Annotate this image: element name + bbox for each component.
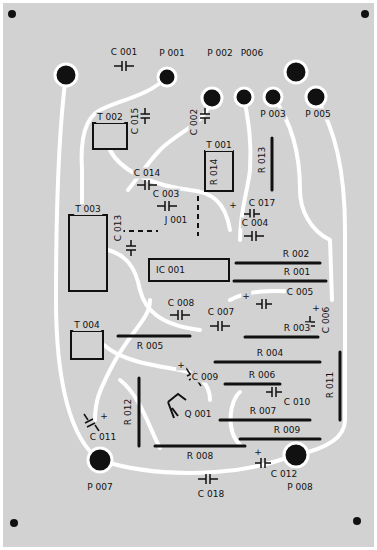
- part-reference: R 007: [249, 406, 277, 417]
- part-reference: R 003: [283, 323, 311, 334]
- part-reference: C 005: [286, 287, 314, 298]
- part-reference: T 003: [74, 204, 102, 215]
- part-reference: C 002: [189, 108, 200, 136]
- part-reference: Q 001: [183, 409, 212, 420]
- part-reference: P 003: [259, 109, 286, 120]
- polarity-mark: +: [228, 200, 238, 211]
- part-reference: C 010: [283, 397, 311, 408]
- part-reference: T 001: [205, 140, 233, 151]
- part-reference: J 001: [164, 215, 189, 226]
- part-reference: R 005: [136, 341, 164, 352]
- transformer-box: T 003: [68, 214, 108, 292]
- polarity-mark: +: [311, 303, 321, 314]
- part-reference: C 011: [89, 432, 117, 443]
- part-reference: P 005: [304, 109, 331, 120]
- part-reference: T 004: [73, 320, 101, 331]
- polarity-mark: +: [253, 447, 263, 458]
- part-reference: C 015: [130, 107, 141, 135]
- part-reference: R 013: [257, 146, 268, 174]
- part-reference: R 002: [282, 249, 310, 260]
- part-reference: C 003: [152, 189, 180, 200]
- part-reference: R 001: [283, 267, 311, 278]
- part-reference: R 012: [123, 398, 134, 426]
- part-reference: P 001: [158, 48, 185, 59]
- part-reference: C 013: [113, 214, 124, 242]
- part-reference: P006: [240, 48, 265, 59]
- part-reference: C 001: [110, 47, 138, 58]
- part-reference: R 014: [209, 158, 220, 186]
- part-reference: C 004: [241, 218, 269, 229]
- part-reference: P 008: [286, 482, 313, 493]
- part-reference: R 008: [186, 451, 214, 462]
- polarity-mark: +: [241, 291, 251, 302]
- part-reference: P 007: [86, 482, 113, 493]
- part-reference: C 008: [167, 298, 195, 309]
- part-reference: C 012: [270, 469, 298, 480]
- part-reference: C 017: [248, 198, 276, 209]
- part-reference: C 014: [133, 168, 161, 179]
- part-reference: P 002: [206, 48, 233, 59]
- part-reference: T 002: [96, 112, 124, 123]
- polarity-mark: +: [176, 360, 186, 371]
- part-reference: C 009: [191, 372, 219, 383]
- ic-package: IC 001: [148, 258, 230, 282]
- part-reference: R 006: [248, 370, 276, 381]
- part-reference: C 018: [197, 489, 225, 500]
- transformer-box: T 004: [70, 330, 104, 360]
- part-reference: IC 001: [155, 265, 186, 276]
- part-reference: R 004: [256, 348, 284, 359]
- part-reference: C 007: [207, 307, 235, 318]
- transformer-box: T 002: [92, 122, 128, 150]
- part-reference: R 011: [325, 371, 336, 399]
- part-reference: C 006: [321, 306, 332, 334]
- polarity-mark: +: [99, 411, 109, 422]
- part-reference: R 009: [273, 425, 301, 436]
